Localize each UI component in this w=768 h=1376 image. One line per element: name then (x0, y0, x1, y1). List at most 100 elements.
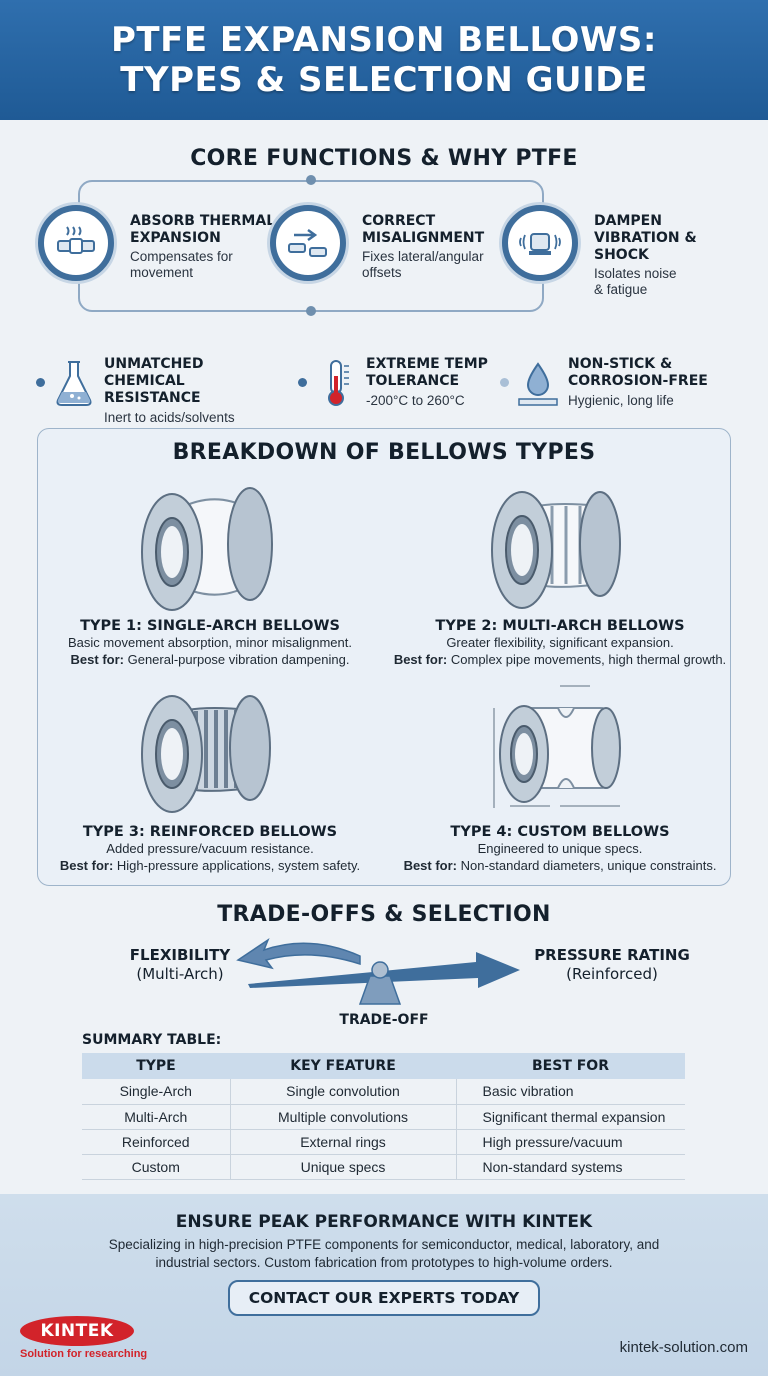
tradeoff-center-label: TRADE-OFF (339, 1012, 429, 1028)
type-best: Best for: Non-standard diameters, unique… (390, 857, 730, 874)
core-item-misalignment: CORRECT MISALIGNMENT Fixes lateral/angul… (270, 205, 500, 285)
thermal-pipe-icon (38, 205, 114, 281)
property-title: CORROSION-FREE (568, 373, 708, 389)
summary-table-label: SUMMARY TABLE: (82, 1032, 222, 1048)
property-title: TOLERANCE (366, 373, 460, 389)
type-title: TYPE 4: CUSTOM BELLOWS (450, 824, 670, 840)
tradeoff-balance-diagram (236, 938, 520, 1005)
property-sub: Inert to acids/solvents (104, 410, 235, 425)
property-nonstick: NON-STICK & CORROSION-FREE Hygienic, lon… (500, 356, 750, 412)
table-cell: Multi-Arch (82, 1104, 230, 1130)
table-cell: High pressure/vacuum (455, 1129, 685, 1155)
flexibility-label: FLEXIBILITY (Multi-Arch) (118, 946, 242, 984)
best-for-label: Best for: (393, 652, 448, 667)
core-item-sub: Compensates for (130, 249, 233, 264)
type-desc: Basic movement absorption, minor misalig… (68, 635, 352, 650)
right-arrow-icon (248, 952, 520, 988)
footer-banner: ENSURE PEAK PERFORMANCE WITH KINTEK Spec… (0, 1194, 768, 1376)
type-best: Best for: High-pressure applications, sy… (40, 857, 380, 874)
type-title: TYPE 3: REINFORCED BELLOWS (82, 824, 338, 840)
bullet-dot (500, 378, 509, 387)
column-header: KEY FEATURE (230, 1053, 456, 1079)
types-title: BREAKDOWN OF BELLOWS TYPES (172, 440, 596, 465)
pressure-label: PRESSURE RATING (Reinforced) (522, 946, 702, 984)
type-card-single-arch: TYPE 1: SINGLE-ARCH BELLOWS Basic moveme… (40, 472, 380, 668)
core-connector-dot (306, 306, 316, 316)
thermometer-icon (328, 360, 349, 406)
table-row: Multi-Arch Multiple convolutions Signifi… (82, 1104, 685, 1130)
core-item-sub: Fixes lateral/angular (362, 249, 484, 264)
table-cell: Multiple convolutions (229, 1104, 456, 1130)
left-arrow-icon (236, 938, 361, 970)
core-item-sub: movement (130, 265, 194, 280)
table-cell: Single-Arch (82, 1079, 230, 1105)
type-title: TYPE 2: MULTI-ARCH BELLOWS (435, 618, 685, 634)
core-item-title: ABSORB THERMAL (130, 213, 276, 229)
flexibility-title: FLEXIBILITY (129, 946, 231, 964)
property-title: CHEMICAL RESISTANCE (104, 373, 201, 406)
pressure-sub: (Reinforced) (566, 965, 658, 983)
property-title: UNMATCHED (104, 356, 204, 372)
best-for-label: Best for: (403, 858, 458, 873)
page-title-line2: TYPES & SELECTION GUIDE (120, 60, 648, 100)
flask-icon (56, 361, 92, 406)
core-item-title: EXPANSION (130, 230, 221, 246)
reinforced-bellows-illustration (141, 695, 271, 813)
footer-description: Specializing in high-precision PTFE comp… (108, 1237, 660, 1270)
contact-experts-button[interactable]: CONTACT OUR EXPERTS TODAY (228, 1280, 540, 1316)
column-header: BEST FOR (456, 1053, 685, 1079)
type-card-multi-arch: TYPE 2: MULTI-ARCH BELLOWS Greater flexi… (390, 472, 730, 668)
table-cell: Custom (82, 1154, 230, 1180)
type-title: TYPE 1: SINGLE-ARCH BELLOWS (80, 618, 340, 634)
column-header: TYPE (82, 1053, 230, 1079)
header-banner: PTFE EXPANSION BELLOWS: TYPES & SELECTIO… (0, 0, 768, 120)
tradeoff-title: TRADE-OFFS & SELECTION (217, 902, 551, 927)
vibration-motor-icon (502, 205, 578, 281)
type-card-reinforced: TYPE 3: REINFORCED BELLOWS Added pressur… (40, 678, 380, 874)
best-for-label: Best for: (70, 652, 124, 667)
table-cell: Unique specs (229, 1154, 456, 1180)
single-arch-bellows-illustration (141, 487, 273, 611)
core-item-vibration: DAMPEN VIBRATION & SHOCK Isolates noise … (502, 205, 752, 297)
page-title-line1: PTFE EXPANSION BELLOWS: (111, 20, 657, 60)
bullet-dot (36, 378, 45, 387)
property-chemical: UNMATCHED CHEMICAL RESISTANCE Inert to a… (36, 356, 286, 425)
core-functions-title: CORE FUNCTIONS & WHY PTFE (190, 146, 578, 171)
table-cell: Significant thermal expansion (455, 1104, 685, 1130)
droplet-icon (518, 362, 558, 406)
website-link[interactable]: kintek-solution.com (619, 1339, 748, 1356)
core-item-thermal: ABSORB THERMAL EXPANSION Compensates for… (38, 205, 278, 285)
best-for-value: High-pressure applications, system safet… (113, 858, 361, 873)
best-for-value: Non-standard diameters, unique constrain… (457, 858, 717, 873)
core-item-sub: Isolates noise (594, 266, 677, 281)
type-desc: Engineered to unique specs. (477, 841, 643, 856)
type-best: Best for: Complex pipe movements, high t… (390, 651, 730, 668)
multi-arch-bellows-illustration (491, 491, 621, 609)
property-sub: Hygienic, long life (568, 393, 674, 408)
core-connector-dot (306, 175, 316, 185)
table-header-row: TYPE KEY FEATURE BEST FOR (82, 1053, 685, 1079)
summary-table: TYPE KEY FEATURE BEST FOR Single-Arch Si… (82, 1053, 685, 1180)
table-cell: External rings (229, 1129, 456, 1155)
misalignment-icon (270, 205, 346, 281)
table-row: Single-Arch Single convolution Basic vib… (82, 1079, 685, 1105)
core-item-title: MISALIGNMENT (362, 230, 485, 246)
core-item-sub: & fatigue (594, 282, 648, 297)
table-cell: Single convolution (229, 1079, 456, 1105)
core-item-sub: offsets (362, 265, 402, 280)
best-for-value: Complex pipe movements, high thermal gro… (447, 652, 727, 667)
footer-title: ENSURE PEAK PERFORMANCE WITH KINTEK (175, 1212, 593, 1232)
type-desc: Added pressure/vacuum resistance. (106, 841, 314, 856)
logo-tagline: Solution for researching (20, 1348, 148, 1360)
table-cell: Non-standard systems (455, 1154, 685, 1180)
type-desc: Greater flexibility, significant expansi… (446, 635, 674, 650)
kintek-logo[interactable]: KINTEK (20, 1316, 134, 1346)
core-item-title: DAMPEN (594, 213, 662, 229)
core-item-title: VIBRATION & SHOCK (594, 230, 697, 263)
table-row: Reinforced External rings High pressure/… (82, 1129, 685, 1155)
best-for-value: General-purpose vibration dampening. (123, 652, 350, 667)
table-cell: Basic vibration (455, 1079, 685, 1105)
core-item-title: CORRECT (362, 213, 436, 229)
property-title: NON-STICK & (568, 356, 673, 372)
property-temperature: EXTREME TEMP TOLERANCE -200°C to 260°C (298, 356, 508, 412)
